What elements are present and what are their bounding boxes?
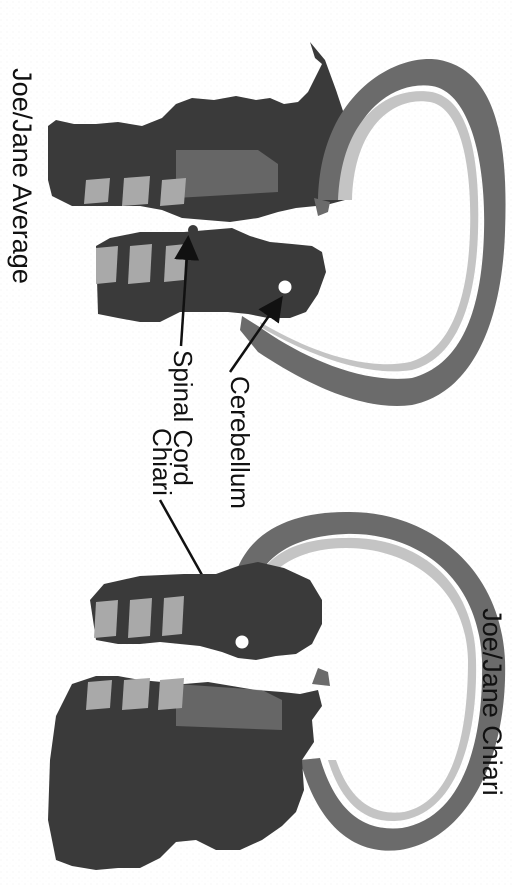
average-cerebellum-marker: [279, 281, 292, 294]
average-vertebra-upper-3: [160, 178, 186, 206]
average-vertebra-upper-2: [122, 176, 150, 206]
chiari-title: Joe/Jane Chiari: [477, 608, 507, 796]
chiari-label: Chiari: [147, 428, 177, 496]
chiari-vertebra-lower-2: [122, 678, 150, 710]
average-vertebra-lower-3: [164, 244, 186, 282]
average-vertebra-lower-2: [128, 244, 152, 284]
average-title: Joe/Jane Average: [7, 68, 37, 284]
chiari-vertebra-upper-2: [128, 598, 152, 638]
average-throat-band: [176, 150, 278, 198]
chiari-vertebra-upper-3: [162, 596, 184, 636]
average-vertebra-upper-1: [84, 178, 110, 204]
average-vertebra-lower-1: [96, 246, 118, 284]
chiari-vertebra-upper-1: [94, 600, 118, 638]
average-spinal-cord-dot: [188, 225, 198, 235]
chiari-vertebra-lower-1: [86, 680, 112, 710]
cerebellum-label: Cerebellum: [225, 376, 255, 509]
chiari-vertebra-lower-3: [158, 678, 184, 710]
chiari-marker: [236, 636, 249, 649]
